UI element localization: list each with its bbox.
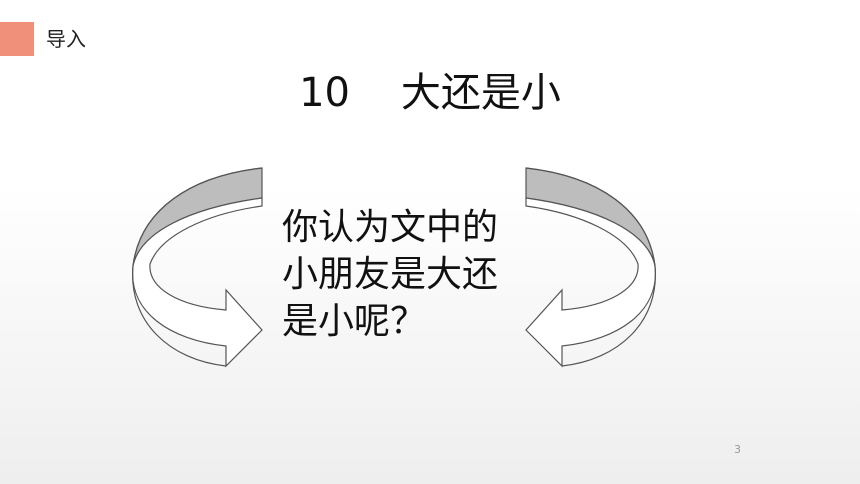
question-line: 小朋友是大还	[282, 254, 499, 295]
section-tag-marker	[0, 22, 34, 56]
curved-arrow-left-icon	[132, 167, 263, 368]
question-line: 你认为文中的	[282, 207, 499, 248]
curved-arrow-right-icon	[525, 167, 656, 368]
question-line: 是小呢？	[282, 301, 427, 342]
lesson-title: 10 大还是小	[299, 70, 561, 116]
section-tag-label: 导入	[46, 27, 86, 51]
question-text: 你认为文中的 小朋友是大还 是小呢？	[282, 204, 532, 345]
page-number: 3	[734, 443, 741, 456]
